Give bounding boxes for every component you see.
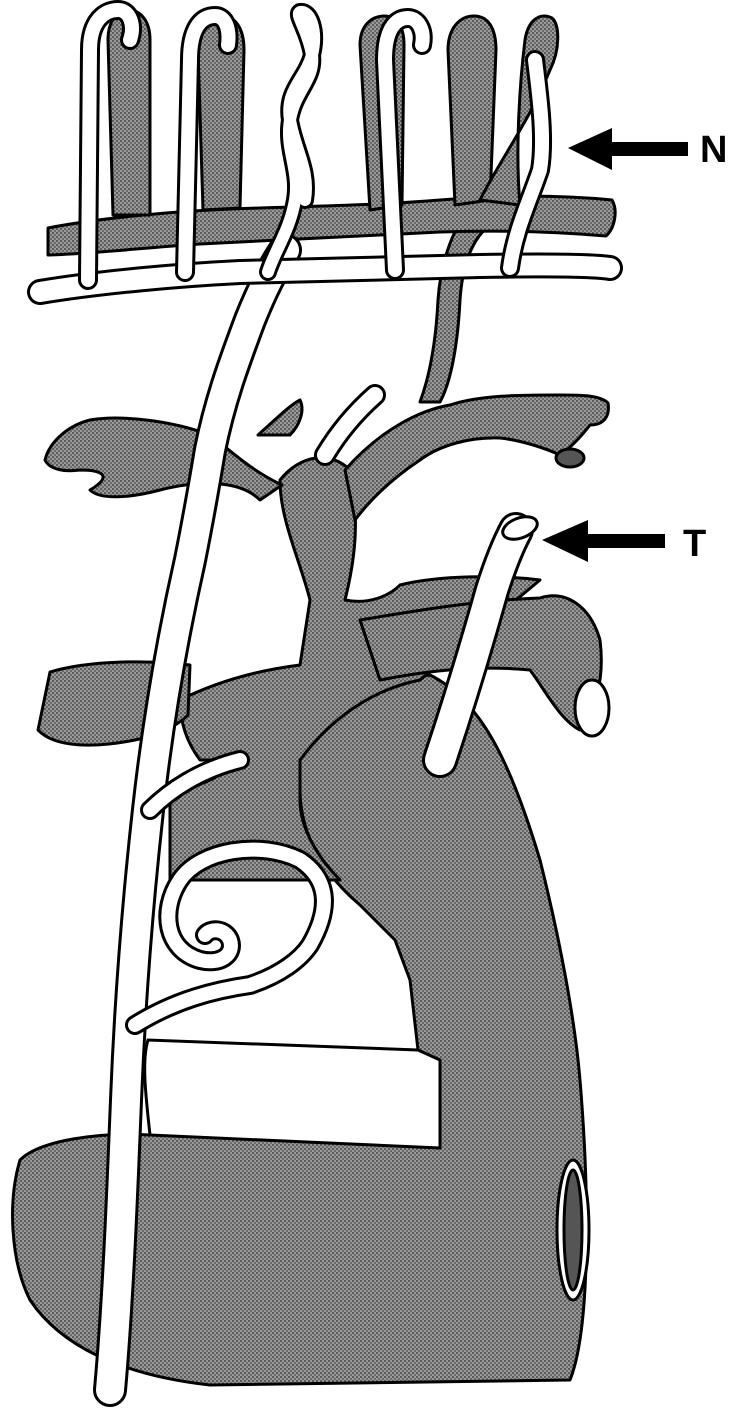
vein-cut-end-right-inner	[564, 1170, 582, 1290]
arrow-n	[568, 128, 688, 170]
label-t: T	[683, 523, 706, 565]
label-n: N	[700, 129, 727, 171]
arrow-t	[542, 520, 665, 562]
vein-small-cut-end	[556, 449, 584, 467]
vein-middle-branch	[45, 418, 282, 500]
vein-cut-end-lateral	[575, 680, 609, 736]
capillary-loops	[108, 10, 558, 215]
vein-ascending	[420, 210, 490, 402]
label-n-group: N	[568, 128, 727, 171]
label-t-group: T	[542, 520, 706, 565]
vein-middle-branch-upper	[258, 400, 302, 435]
